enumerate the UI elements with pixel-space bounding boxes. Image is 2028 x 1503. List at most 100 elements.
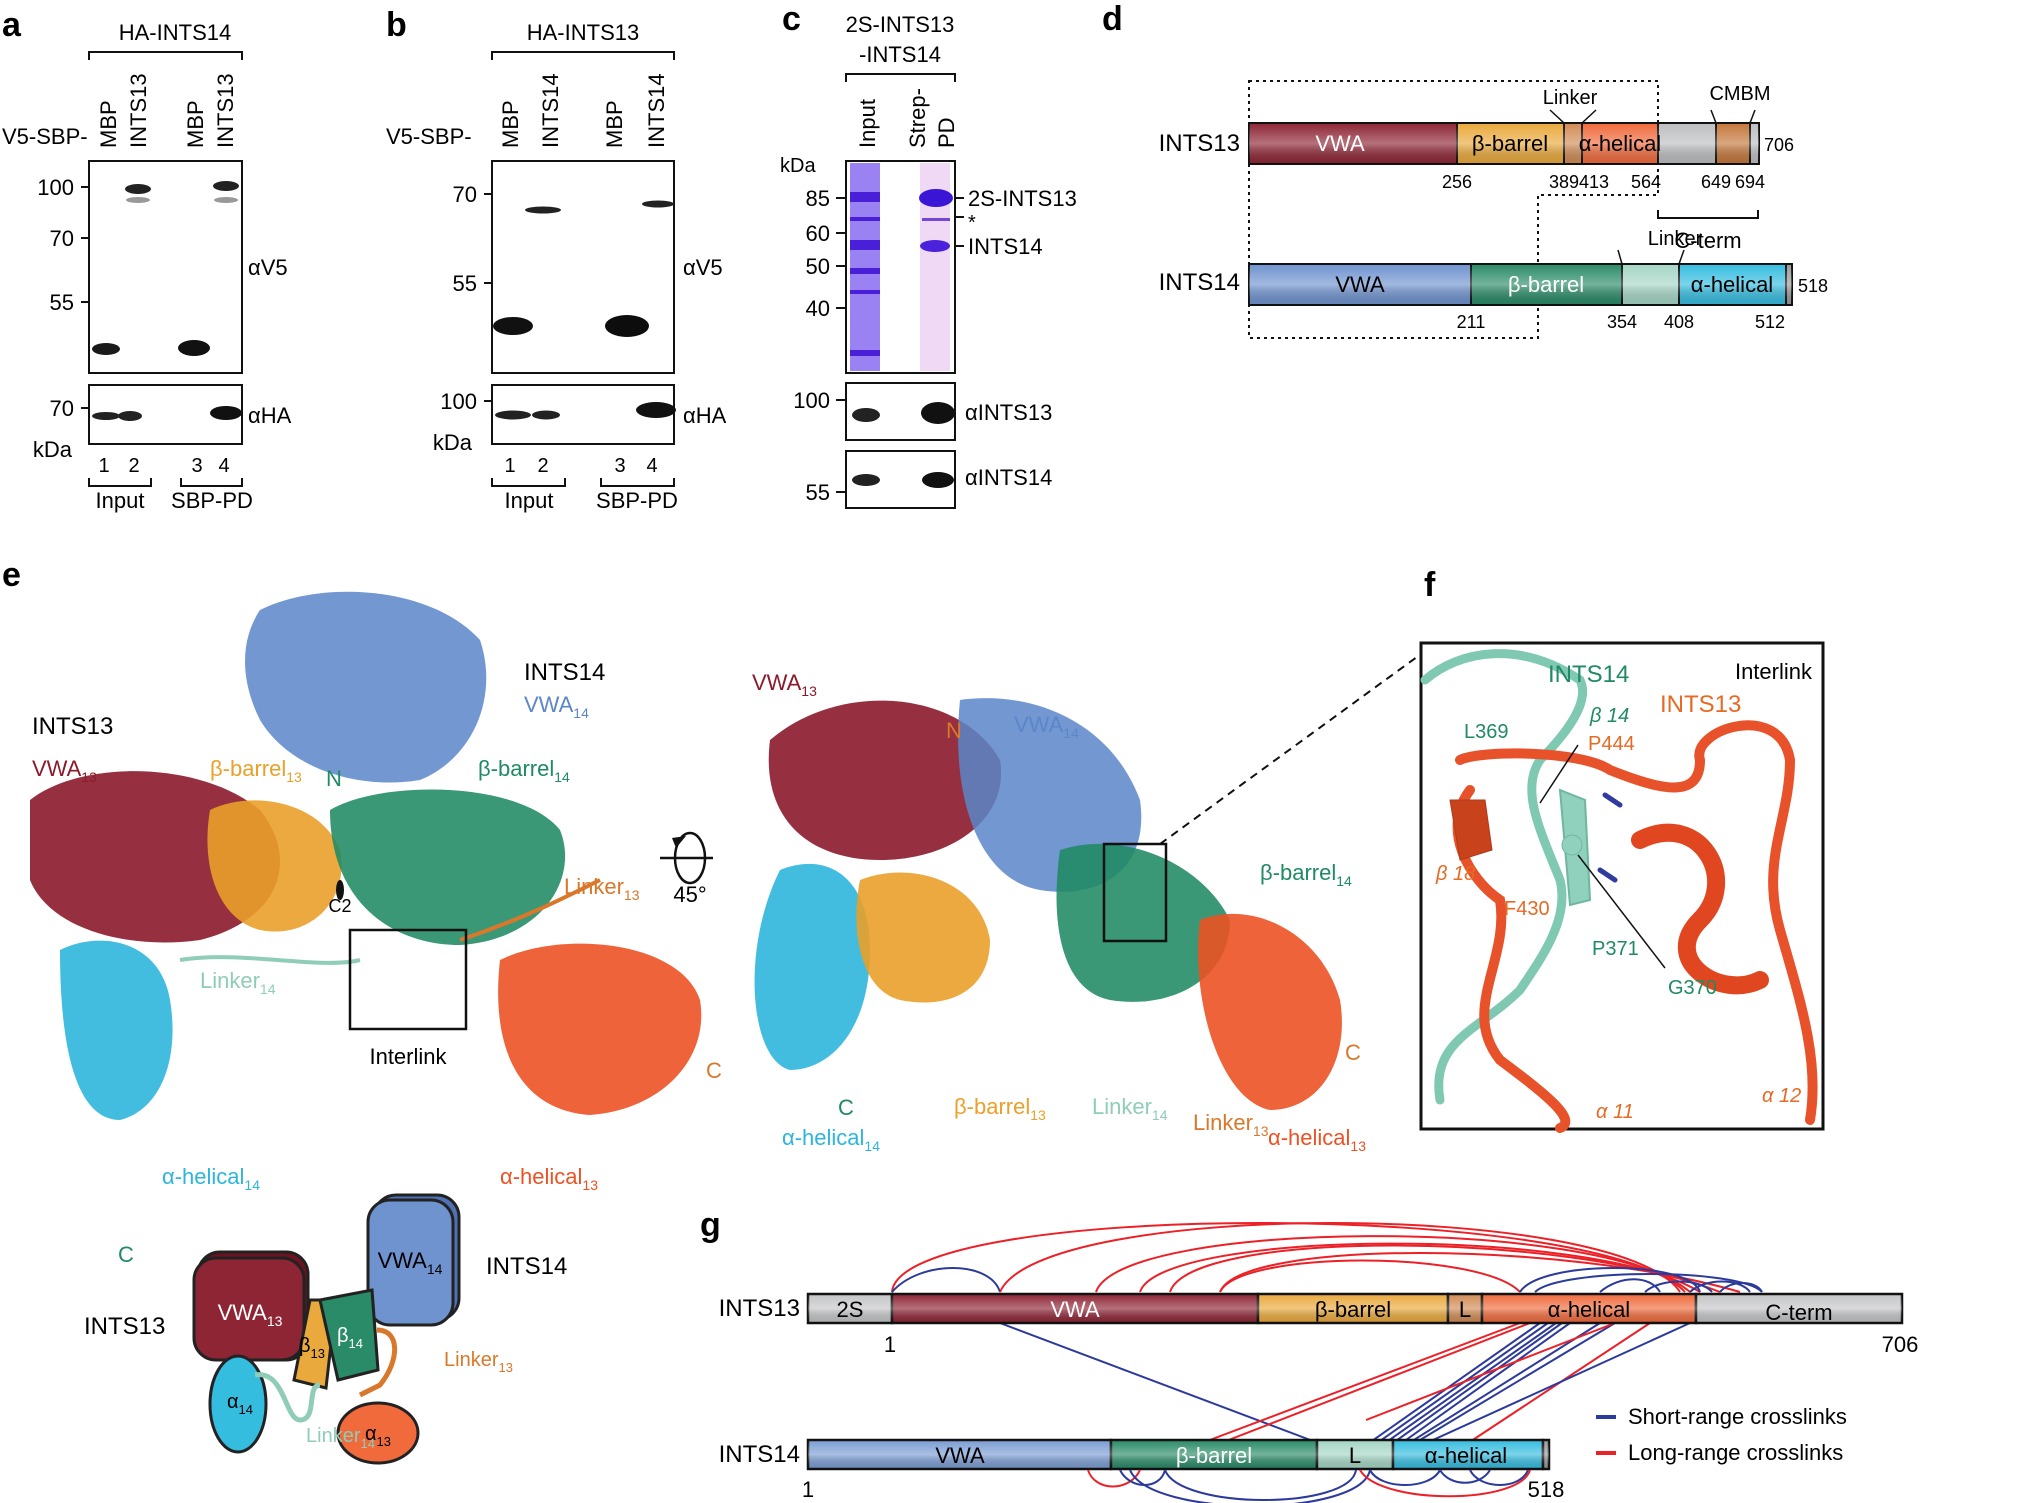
g14-linker: L	[1349, 1443, 1361, 1468]
panel-a: a HA-INTS14 V5-SBP- MBP INTS13 MBP INTS1…	[2, 6, 292, 513]
tick-label: 354	[1607, 312, 1637, 332]
bbarrel14-domain-v2	[1056, 843, 1230, 1002]
e-linker13-label: Linker13	[564, 874, 640, 903]
g13-vwa: VWA	[1050, 1297, 1100, 1322]
band	[921, 402, 955, 424]
band	[126, 197, 150, 203]
lane-number: 4	[218, 455, 229, 477]
band	[493, 317, 533, 335]
panel-label-c: c	[782, 0, 801, 38]
band	[642, 200, 674, 208]
lane-number: 2	[128, 455, 139, 477]
d-cterm-label: C-term	[1674, 228, 1741, 253]
g13-bbarrel: β-barrel	[1315, 1297, 1391, 1322]
d-ints13-bar	[1248, 122, 1760, 165]
marker: 55	[50, 290, 74, 315]
f-ints14-label: INTS14	[1548, 661, 1629, 688]
tick-label: 211	[1457, 312, 1486, 332]
panel-b-row-prefix: V5-SBP-	[386, 124, 472, 149]
lane-number: 3	[191, 455, 202, 477]
sch-ints13: INTS13	[84, 1313, 165, 1340]
structure-view-2	[754, 698, 1342, 1110]
panel-b-top-ticks	[484, 193, 492, 284]
intra-ints13-crosslinks	[891, 1222, 1763, 1293]
residue-f430: F430	[1504, 898, 1550, 920]
tick-label: 564	[1631, 172, 1661, 192]
vwa14-domain	[245, 591, 487, 783]
panel-c: c 2S-INTS13 -INTS14 Input Strep- PD kDa …	[780, 0, 1077, 509]
d-ints14-length: 518	[1798, 276, 1828, 296]
band	[210, 406, 242, 420]
interlink-box	[348, 928, 468, 1031]
d-ints13-vwa: VWA	[1315, 131, 1365, 156]
lane-number: 3	[614, 455, 625, 477]
e2-c13-label: C	[1345, 1040, 1361, 1065]
inter-protein-crosslinks	[999, 1322, 1691, 1456]
panel-c-title-line2: -INTS14	[859, 42, 941, 67]
band	[919, 189, 953, 207]
e-ints13-label: INTS13	[32, 713, 113, 740]
tick-label: 408	[1664, 312, 1694, 332]
ahelical14-domain	[60, 940, 173, 1120]
tick-label: 413	[1579, 172, 1609, 192]
closeup-ribbons	[1420, 649, 1818, 1133]
panel-b-blot-top	[491, 160, 675, 374]
marker: 85	[806, 186, 830, 211]
band	[922, 472, 954, 488]
marker: 55	[806, 480, 830, 505]
residue-g370: G370	[1668, 977, 1717, 999]
residue-l369: L369	[1464, 721, 1509, 743]
element-a11: α 11	[1596, 1101, 1634, 1123]
panel-b-antibody-bottom: αHA	[683, 403, 727, 428]
bbarrel13-domain	[207, 800, 342, 932]
g-ints13-name: INTS13	[719, 1295, 800, 1322]
ahelical14-domain-v2	[754, 863, 870, 1070]
g13-start: 1	[884, 1332, 896, 1357]
f-ints13-label: INTS13	[1660, 691, 1741, 718]
panel-a-lane-1: MBP	[96, 100, 121, 148]
e2-bbarrel13-label: β-barrel13	[954, 1094, 1046, 1123]
e2-vwa13-label: VWA13	[752, 670, 817, 699]
vwa14-block	[366, 1198, 455, 1327]
panel-b-lane-3: MBP	[602, 100, 627, 148]
e2-bbarrel14-label: β-barrel14	[1260, 860, 1352, 889]
e-vwa14-label: VWA14	[524, 692, 589, 721]
ahelical13-domain	[498, 943, 702, 1115]
panel-a-top-ticks	[81, 186, 89, 303]
e2-n-label: N	[946, 718, 962, 743]
panel-c-lane-strep: Strep-	[905, 88, 930, 148]
panel-d: d INTS13 VWA β-barrel α-helical 706 Link…	[1102, 0, 1828, 339]
zoom-connector	[1159, 645, 1433, 845]
g14-vwa: VWA	[935, 1443, 985, 1468]
panel-a-unit: kDa	[33, 437, 73, 462]
g13-cterm: C-term	[1765, 1300, 1832, 1325]
d-ints14-bar	[1248, 263, 1793, 306]
tick-label: 512	[1755, 312, 1785, 332]
panel-b-unit: kDa	[433, 430, 473, 455]
panel-b-lane-2: INTS14	[538, 73, 563, 148]
panel-c-unit: kDa	[780, 155, 816, 177]
c2-axis-icon	[336, 880, 344, 900]
e-c14-label: C	[118, 1242, 134, 1267]
panel-a-antibody-top: αV5	[248, 255, 288, 280]
band	[92, 412, 120, 420]
legend-short-label: Short-range crosslinks	[1628, 1404, 1847, 1429]
panel-b-antibody-top: αV5	[683, 255, 723, 280]
rotation-angle: 45°	[673, 882, 706, 907]
panel-a-bracket	[88, 51, 243, 60]
sch-b14: β14	[337, 1325, 363, 1351]
marker: 70	[50, 396, 74, 421]
band-label-2s-ints13: 2S-INTS13	[968, 186, 1077, 211]
e2-ahelical14-label: α-helical14	[782, 1125, 880, 1154]
band	[214, 197, 238, 203]
band	[532, 410, 560, 420]
tick-label: 389	[1549, 172, 1579, 192]
panel-a-lane-3: MBP	[183, 100, 208, 148]
band-label-ints14: INTS14	[968, 234, 1043, 259]
panel-c-title-line1: 2S-INTS13	[846, 12, 955, 37]
panel-a-antibody-bottom: αHA	[248, 403, 292, 428]
b14-cylinder	[318, 1288, 380, 1382]
d-ints14-linker-label: Linker	[1648, 228, 1703, 250]
band	[213, 181, 239, 191]
